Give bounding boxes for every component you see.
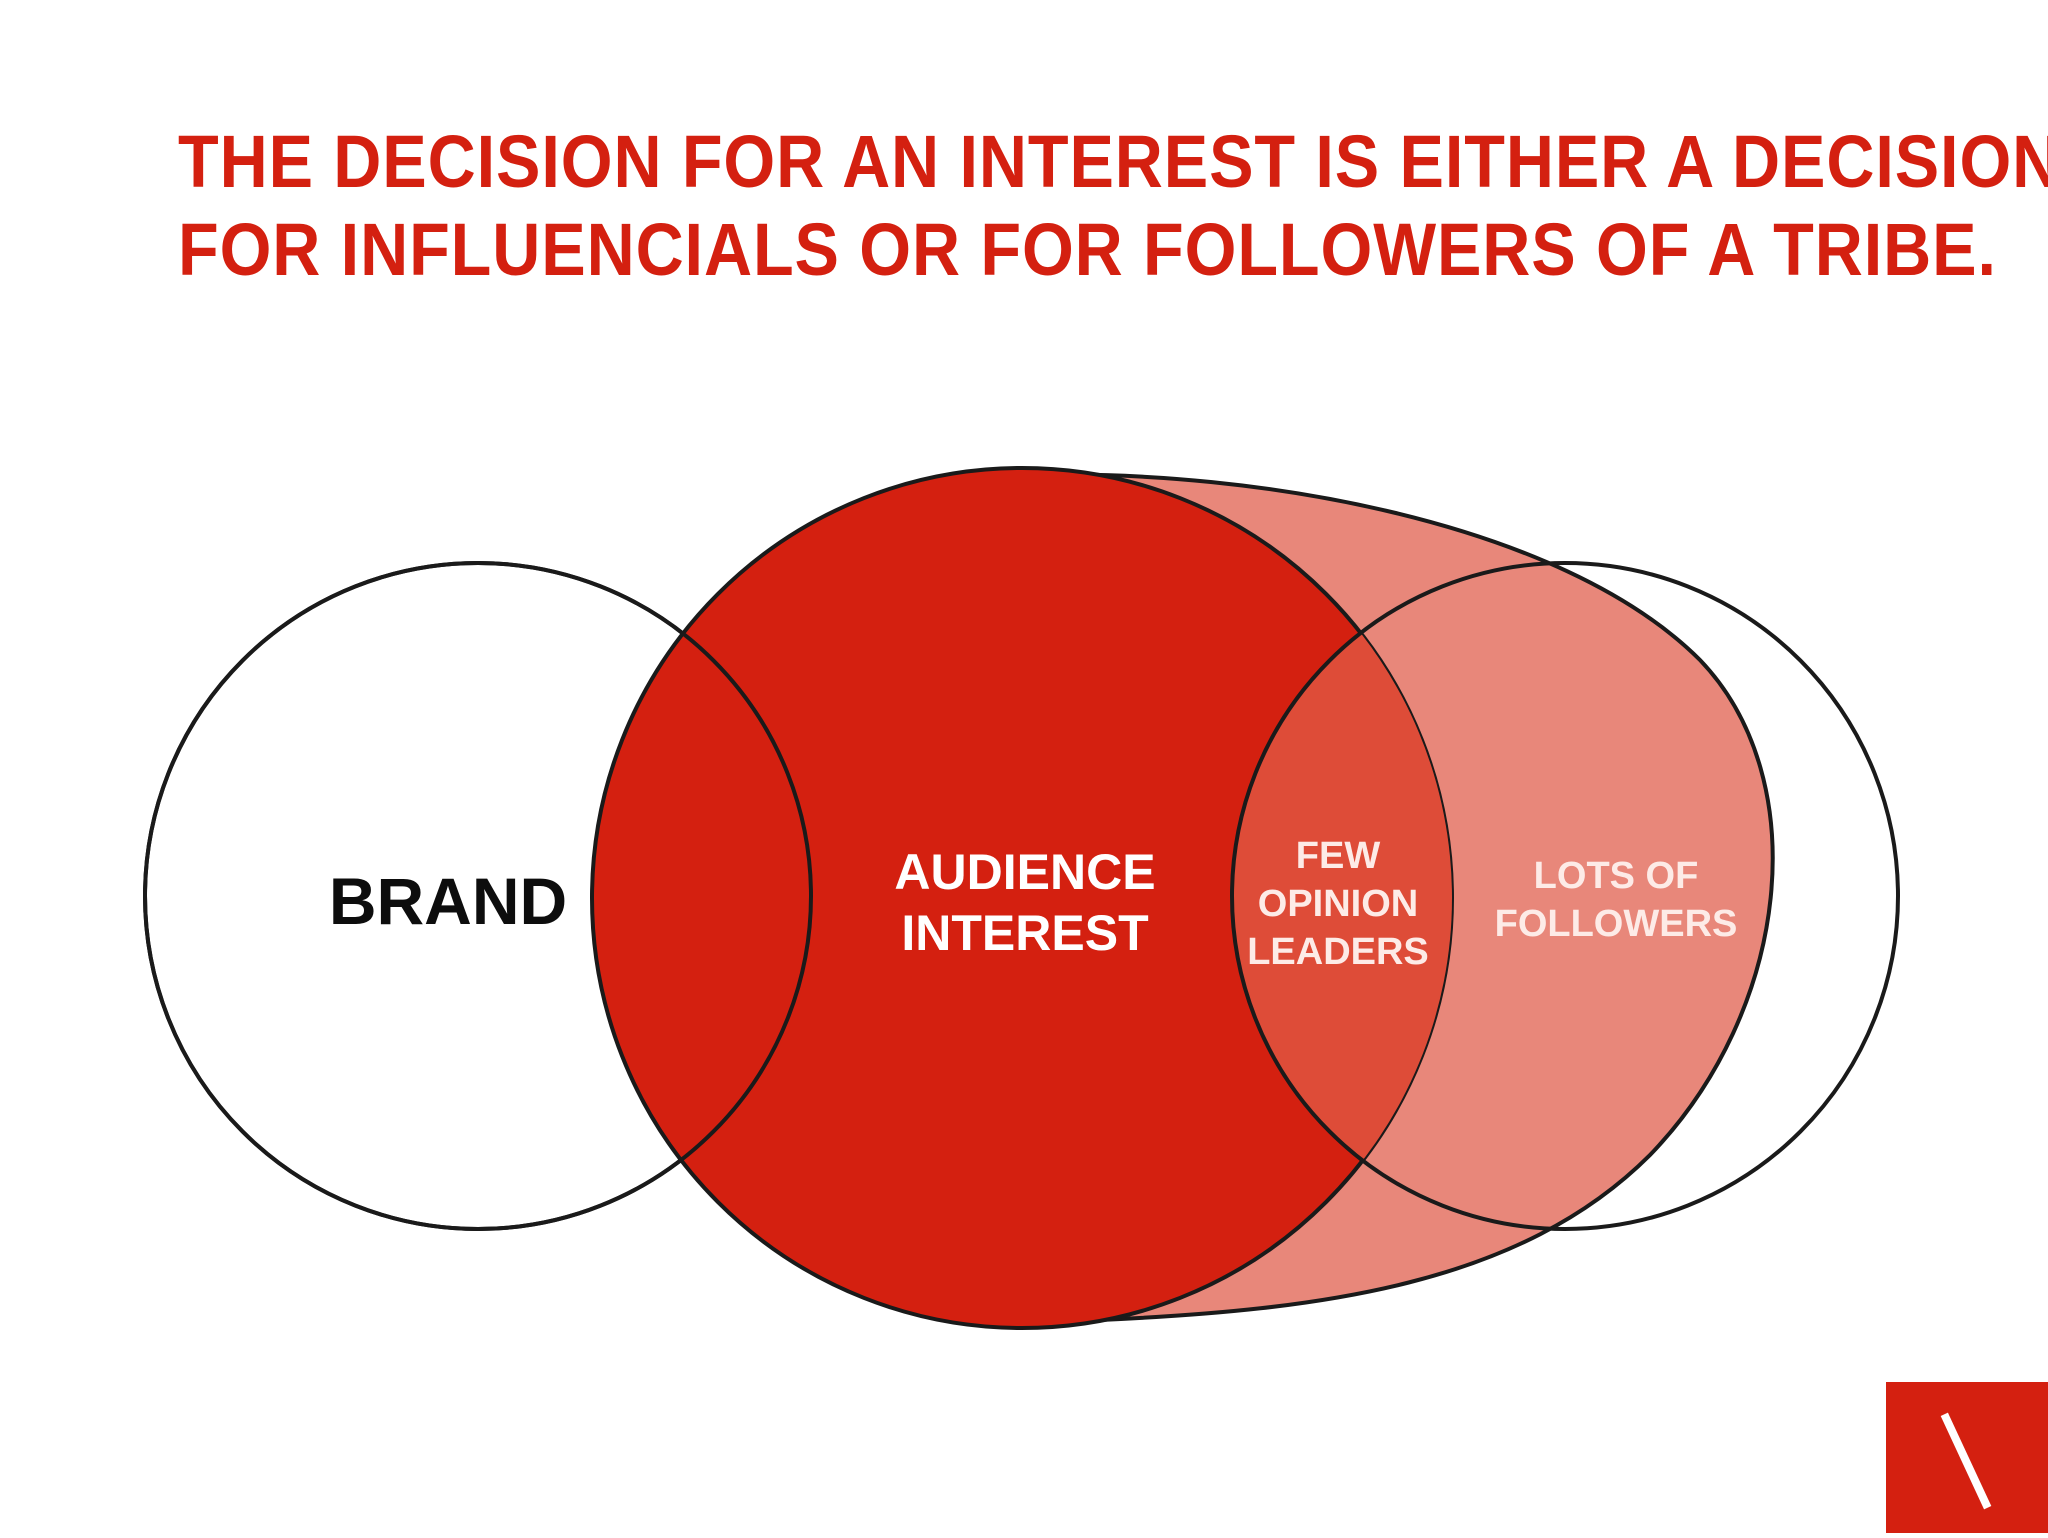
- audience-interest-label-line-1: AUDIENCE: [894, 844, 1155, 900]
- opinion-leaders-label-line-1: FEW: [1296, 835, 1381, 877]
- brand-label: BRAND: [329, 864, 567, 938]
- opinion-leaders-label-line-2: OPINION: [1258, 883, 1418, 925]
- title-line-2: FOR INFLUENCIALS OR FOR FOLLOWERS OF A T…: [178, 208, 1997, 291]
- backslash-glyph: [1940, 1412, 1992, 1510]
- tribe-circle: [1230, 561, 1900, 1231]
- backslash-logo-icon: [1886, 1382, 2048, 1533]
- followers-label-line-1: LOTS OF: [1534, 855, 1699, 897]
- followers-label-line-2: FOLLOWERS: [1495, 903, 1738, 945]
- audience-interest-label-line-2: INTEREST: [901, 905, 1148, 961]
- brand-circle-outline: [143, 561, 813, 1231]
- opinion-leaders-overlap: [1232, 563, 1452, 1229]
- opinion-leaders-label-line-3: LEADERS: [1247, 931, 1429, 973]
